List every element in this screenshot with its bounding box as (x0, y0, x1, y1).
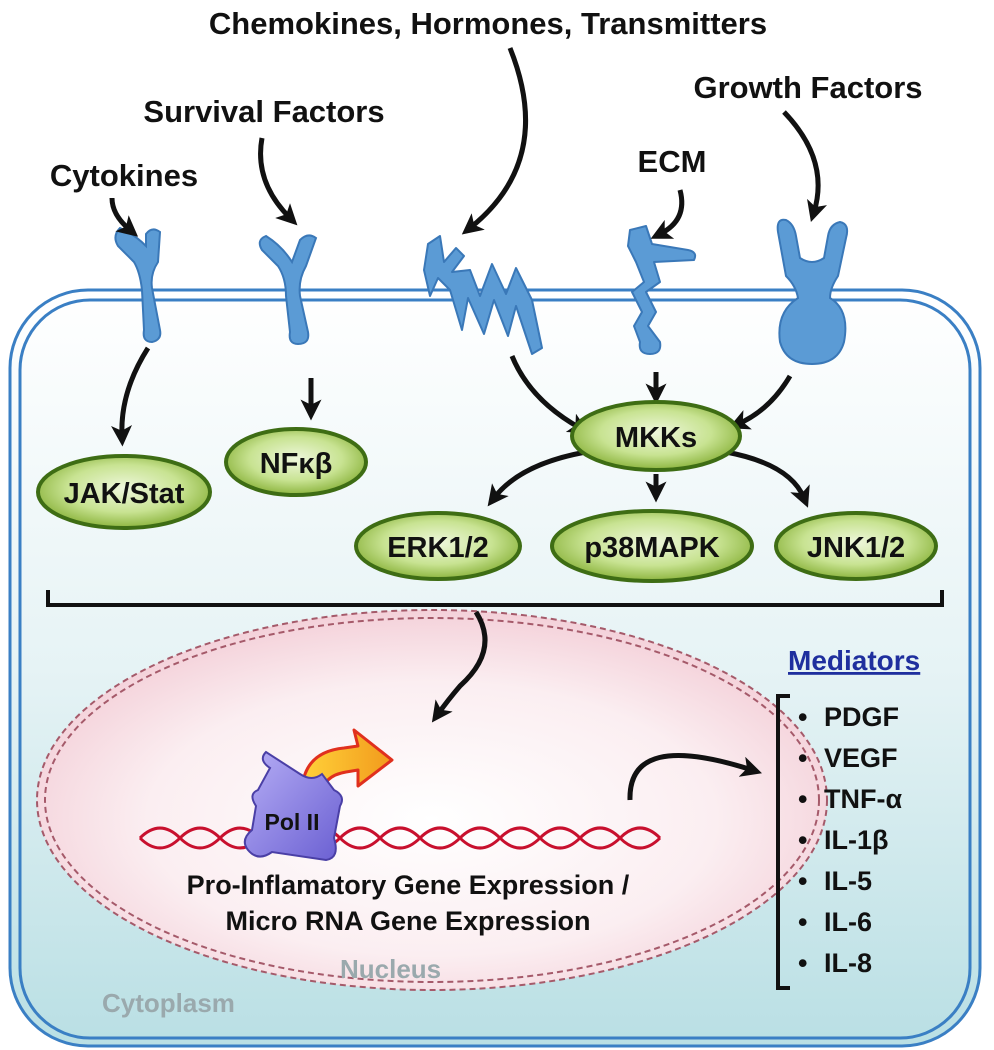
label-growth-factors: Growth Factors (693, 70, 922, 105)
node-jnk-label: JNK1/2 (807, 532, 905, 564)
mediators-title: Mediators (788, 645, 920, 676)
arrow-to-jak (111, 346, 151, 447)
arrow-bracket-to-nucleus (431, 610, 488, 723)
mediator-item: IL-8 (824, 948, 872, 978)
mediator-bullet: • (798, 948, 807, 978)
signal-arrows (111, 346, 810, 801)
pol-ii-label: Pol II (265, 809, 320, 835)
arrow-mkks-to-erk (487, 449, 587, 507)
mediator-bullet: • (798, 702, 807, 732)
mediators-list: • PDGF • VEGF • TNF-α • IL-1β • IL-5 • I… (798, 702, 902, 978)
receptor-survival (258, 234, 318, 346)
node-erk: ERK1/2 (354, 511, 522, 581)
arrow-growth-factors (782, 110, 828, 223)
label-cytokines: Cytokines (50, 158, 198, 193)
gene-expression-line2: Micro RNA Gene Expression (225, 906, 590, 936)
mediator-bullet: • (798, 784, 807, 814)
nucleus-label: Nucleus (340, 954, 441, 984)
label-chemokines: Chemokines, Hormones, Transmitters (209, 6, 767, 41)
node-nfkb-label: NFκβ (260, 448, 333, 480)
label-survival-factors: Survival Factors (143, 94, 384, 129)
mediator-bullet: • (798, 866, 807, 896)
pol-ii-enzyme: Pol II (243, 750, 343, 862)
arrow-ecm (650, 189, 685, 239)
node-p38: p38MAPK (550, 509, 754, 583)
node-jak-stat-label: JAK/Stat (64, 478, 185, 510)
receptor-ecm (627, 225, 697, 355)
mediator-item: IL-5 (824, 866, 872, 896)
node-mkks-label: MKKs (615, 422, 697, 454)
arrow-chemokines (461, 47, 529, 235)
mediator-bullet: • (798, 825, 807, 855)
node-nfkb: NFκβ (224, 427, 368, 497)
receptor-gpcr (423, 235, 543, 355)
mediator-item: IL-6 (824, 907, 872, 937)
cytoplasm-label: Cytoplasm (102, 988, 235, 1018)
arrow-gpcr-to-mkks (509, 355, 590, 434)
arrow-nucleus-to-mediators (627, 752, 762, 801)
mediator-bullet: • (798, 907, 807, 937)
arrow-survival (258, 137, 298, 226)
node-jnk: JNK1/2 (774, 511, 938, 581)
mediator-bullet: • (798, 743, 807, 773)
ligand-arrows (109, 47, 828, 239)
nucleus (36, 609, 828, 991)
node-p38-label: p38MAPK (584, 532, 719, 564)
mediator-item: PDGF (824, 702, 899, 732)
mediator-item: TNF-α (824, 784, 902, 814)
receptor-cytokines (114, 226, 162, 344)
mediator-item: IL-1β (824, 825, 888, 855)
kinase-bracket (46, 590, 944, 607)
arrow-mkks-to-jnk (725, 449, 810, 508)
mediators-bracket (776, 694, 790, 990)
arrow-cytokines (109, 197, 139, 237)
dna-helix (138, 826, 662, 850)
node-mkks: MKKs (570, 400, 742, 472)
node-jak-stat: JAK/Stat (36, 454, 212, 530)
mediator-item: VEGF (824, 743, 898, 773)
arrow-gf-to-mkks (728, 374, 793, 430)
label-ecm: ECM (638, 144, 707, 179)
node-erk-label: ERK1/2 (387, 532, 489, 564)
receptor-growth-factor (776, 218, 849, 366)
gene-expression-line1: Pro-Inflamatory Gene Expression / (187, 870, 630, 900)
